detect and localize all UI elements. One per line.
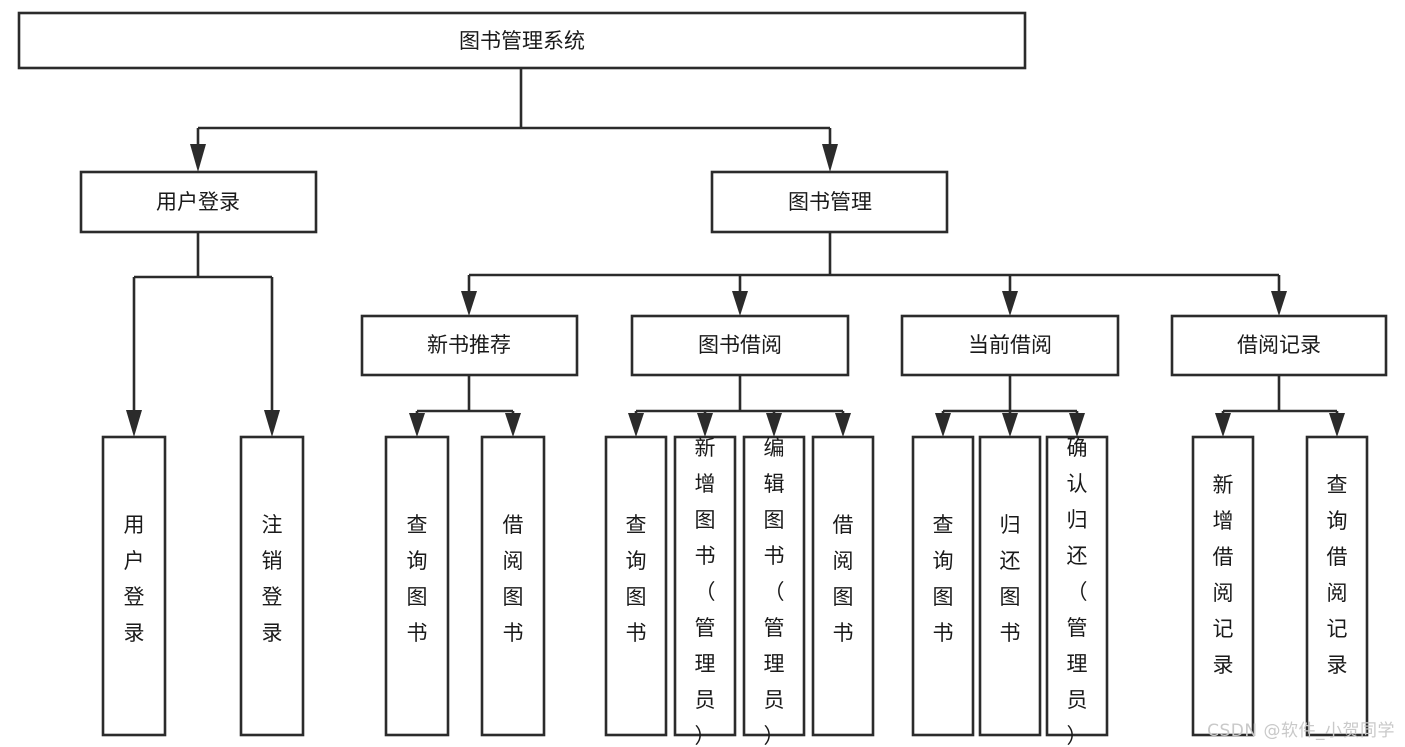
node-leaf-cb-confirm-return[interactable]: 确认归还（管理员） <box>1045 435 1109 747</box>
node-leaf-user-login-label: 用户登录 <box>124 513 145 645</box>
arrow-head-user-login <box>190 144 206 172</box>
connector-group-book-manage-to-level3 <box>461 232 1287 316</box>
node-leaf-nb-borrow-book-label: 借阅图书 <box>503 513 524 645</box>
node-leaf-nb-borrow-book-box[interactable] <box>480 435 546 737</box>
node-leaf-br-add-record-label: 新增借阅记录 <box>1213 473 1234 677</box>
arrow-head-book-manage <box>822 144 838 172</box>
arrow-head-cb-leaf-3 <box>1069 413 1085 437</box>
arrow-head-current-borrow <box>1002 291 1018 316</box>
arrow-head-bb-leaf-3 <box>766 413 782 437</box>
node-borrow-record-box[interactable] <box>1170 314 1388 377</box>
node-leaf-cb-query-book[interactable]: 查询图书 <box>911 435 975 737</box>
arrow-head-br-leaf-1 <box>1215 413 1231 437</box>
node-leaf-br-add-record[interactable]: 新增借阅记录 <box>1191 435 1255 737</box>
node-leaf-bb-edit-book[interactable]: 编辑图书（管理员） <box>742 435 806 747</box>
node-leaf-cb-return-book-label: 归还图书 <box>1000 513 1021 645</box>
node-new-book-recommend-box[interactable] <box>360 314 579 377</box>
node-leaf-cb-return-book-box[interactable] <box>978 435 1042 737</box>
arrow-head-bb-leaf-2 <box>697 413 713 437</box>
node-leaf-cb-query-book-label: 查询图书 <box>933 513 954 645</box>
node-leaf-cb-confirm-return-label: 确认归还（管理员） <box>1067 436 1088 747</box>
arrow-head-leaf-logout <box>264 410 280 437</box>
node-leaf-br-query-record[interactable]: 查询借阅记录 <box>1305 435 1369 737</box>
node-root-label: 图书管理系统 <box>459 29 585 53</box>
arrow-head-bb-leaf-1 <box>628 413 644 437</box>
node-leaf-bb-add-book-label: 新增图书（管理员） <box>695 436 716 747</box>
node-leaf-cb-confirm-return-box[interactable] <box>1045 435 1109 737</box>
node-book-manage[interactable]: 图书管理 <box>710 170 949 234</box>
node-leaf-br-query-record-box[interactable] <box>1305 435 1369 737</box>
arrow-head-cb-leaf-1 <box>935 413 951 437</box>
node-leaf-user-login[interactable]: 用户登录 <box>101 435 167 737</box>
node-book-borrow[interactable]: 图书借阅 <box>630 314 850 377</box>
node-leaf-cb-query-book-box[interactable] <box>911 435 975 737</box>
node-leaf-logout[interactable]: 注销登录 <box>239 435 305 737</box>
csdn-watermark: CSDN @软件_小贺同学 <box>1207 721 1395 741</box>
connector-group-new-book-to-leaves <box>409 375 521 437</box>
arrow-head-nb-leaf-1 <box>409 413 425 437</box>
node-leaf-br-query-record-label: 查询借阅记录 <box>1327 473 1348 677</box>
node-root[interactable]: 图书管理系统 <box>17 11 1027 70</box>
arrow-head-nb-leaf-2 <box>505 413 521 437</box>
node-leaf-bb-add-book[interactable]: 新增图书（管理员） <box>673 435 737 747</box>
node-leaf-bb-add-book-box[interactable] <box>673 435 737 737</box>
node-new-book-recommend[interactable]: 新书推荐 <box>360 314 579 377</box>
node-root-box[interactable] <box>17 11 1027 70</box>
node-leaf-br-add-record-box[interactable] <box>1191 435 1255 737</box>
arrow-head-borrow-record <box>1271 291 1287 316</box>
node-current-borrow-box[interactable] <box>900 314 1120 377</box>
node-leaf-bb-query-book[interactable]: 查询图书 <box>604 435 668 737</box>
node-leaf-logout-box[interactable] <box>239 435 305 737</box>
node-leaf-nb-query-book-label: 查询图书 <box>407 513 428 645</box>
node-leaf-nb-query-book-box[interactable] <box>384 435 450 737</box>
node-borrow-record-label: 借阅记录 <box>1237 333 1321 357</box>
node-current-borrow[interactable]: 当前借阅 <box>900 314 1120 377</box>
node-leaf-bb-edit-book-box[interactable] <box>742 435 806 737</box>
node-leaf-nb-query-book[interactable]: 查询图书 <box>384 435 450 737</box>
node-leaf-bb-query-book-label: 查询图书 <box>626 513 647 645</box>
arrow-head-br-leaf-2 <box>1329 413 1345 437</box>
node-leaf-bb-borrow-book-box[interactable] <box>811 435 875 737</box>
node-book-borrow-label: 图书借阅 <box>698 333 782 357</box>
node-leaf-user-login-box[interactable] <box>101 435 167 737</box>
node-leaf-bb-query-book-box[interactable] <box>604 435 668 737</box>
connector-group-user-login-to-leaves <box>126 232 280 437</box>
node-book-borrow-box[interactable] <box>630 314 850 377</box>
node-user-login-box[interactable] <box>79 170 318 234</box>
arrow-head-new-book <box>461 291 477 316</box>
connector-group-root-to-level2 <box>190 68 838 172</box>
node-borrow-record[interactable]: 借阅记录 <box>1170 314 1388 377</box>
node-leaf-bb-borrow-book-label: 借阅图书 <box>833 513 854 645</box>
node-book-manage-label: 图书管理 <box>788 190 872 214</box>
connector-group-borrow-record-to-leaves <box>1215 375 1345 437</box>
node-current-borrow-label: 当前借阅 <box>968 333 1052 357</box>
node-new-book-recommend-label: 新书推荐 <box>427 333 511 357</box>
node-leaf-logout-label: 注销登录 <box>262 513 283 645</box>
arrow-head-book-borrow <box>732 291 748 316</box>
arrow-head-cb-leaf-2 <box>1002 413 1018 437</box>
connector-group-current-borrow-to-leaves <box>935 375 1085 437</box>
arrow-head-bb-leaf-4 <box>835 413 851 437</box>
arrow-head-leaf-user-login <box>126 410 142 437</box>
node-leaf-cb-return-book[interactable]: 归还图书 <box>978 435 1042 737</box>
connector-group-book-borrow-to-leaves <box>628 375 851 437</box>
node-leaf-bb-edit-book-label: 编辑图书（管理员） <box>764 436 785 747</box>
node-leaf-bb-borrow-book[interactable]: 借阅图书 <box>811 435 875 737</box>
node-user-login-label: 用户登录 <box>156 190 240 214</box>
node-leaf-nb-borrow-book[interactable]: 借阅图书 <box>480 435 546 737</box>
node-book-manage-box[interactable] <box>710 170 949 234</box>
node-user-login[interactable]: 用户登录 <box>79 170 318 234</box>
